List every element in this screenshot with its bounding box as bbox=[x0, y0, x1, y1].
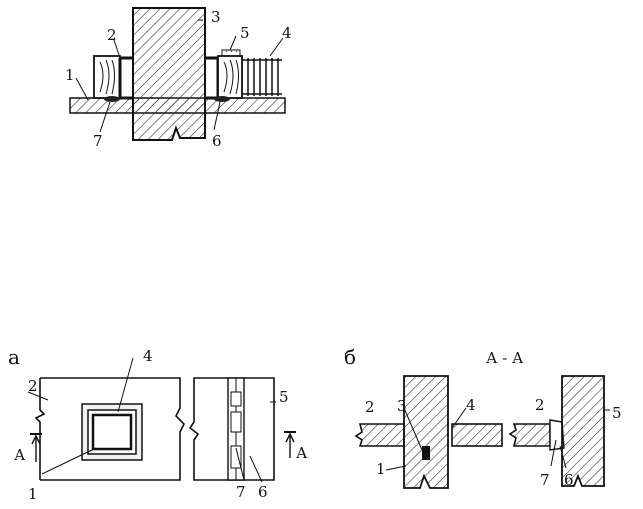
fig-b-label-1: 1 bbox=[376, 460, 386, 478]
top-label-3: 3 bbox=[211, 8, 221, 26]
channel-left bbox=[118, 56, 132, 100]
channel-right bbox=[206, 56, 220, 100]
fig-b-label-6: 6 bbox=[564, 471, 574, 489]
cap-5 bbox=[221, 49, 241, 57]
top-label-5: 5 bbox=[240, 24, 250, 42]
fig-b-letter: б bbox=[344, 345, 356, 369]
top-label-1: 1 bbox=[65, 66, 75, 84]
fig-b-label-2-right: 2 bbox=[535, 396, 545, 414]
fig-a-label-5: 5 bbox=[279, 388, 289, 406]
fig-a-label-2: 2 bbox=[28, 377, 38, 395]
frame-inner bbox=[91, 413, 133, 451]
top-label-2: 2 bbox=[107, 26, 117, 44]
grating-4 bbox=[242, 58, 282, 96]
fig-b-label-2-left: 2 bbox=[365, 398, 375, 416]
top-label-7: 7 bbox=[93, 132, 103, 150]
fig-a-label-7: 7 bbox=[236, 483, 246, 501]
fig-a-slab-left bbox=[40, 377, 185, 481]
top-label-4: 4 bbox=[282, 24, 292, 42]
fig-b-label-5: 5 bbox=[612, 404, 622, 422]
fig-a-letter: а bbox=[8, 345, 20, 369]
top-detail: 1 2 3 4 5 6 7 bbox=[65, 7, 292, 150]
fig-a-section-right: А bbox=[296, 444, 308, 462]
fig-a-label-4: 4 bbox=[143, 347, 153, 365]
fig-a-section-left: А bbox=[14, 446, 26, 464]
fig-b-slab-2-right bbox=[508, 423, 551, 447]
fig-b-column-1 bbox=[403, 375, 449, 489]
fig-a-label-6: 6 bbox=[258, 483, 268, 501]
fig-a-slab-right bbox=[188, 377, 275, 481]
fig-b-slab-middle bbox=[451, 423, 503, 447]
figure-a: а А 4 2 1 А 5 7 6 bbox=[8, 345, 308, 503]
seal-7 bbox=[104, 96, 120, 102]
seal-6 bbox=[214, 96, 230, 102]
top-label-6: 6 bbox=[212, 132, 222, 150]
fig-b-column-5 bbox=[561, 375, 605, 487]
figure-b: б А - А 2 3 4 1 2 5 7 6 bbox=[344, 345, 622, 489]
fig-b-slab-2-left bbox=[354, 423, 405, 447]
fig-a-label-1: 1 bbox=[28, 485, 38, 503]
fig-b-label-4: 4 bbox=[466, 396, 476, 414]
fig-b-section-title: А - А bbox=[486, 349, 524, 367]
frame-middle bbox=[87, 409, 137, 455]
fig-b-label-3: 3 bbox=[397, 397, 407, 415]
fig-b-label-7: 7 bbox=[540, 471, 550, 489]
column-3 bbox=[132, 7, 206, 141]
fig-b-insert-3 bbox=[422, 446, 430, 460]
